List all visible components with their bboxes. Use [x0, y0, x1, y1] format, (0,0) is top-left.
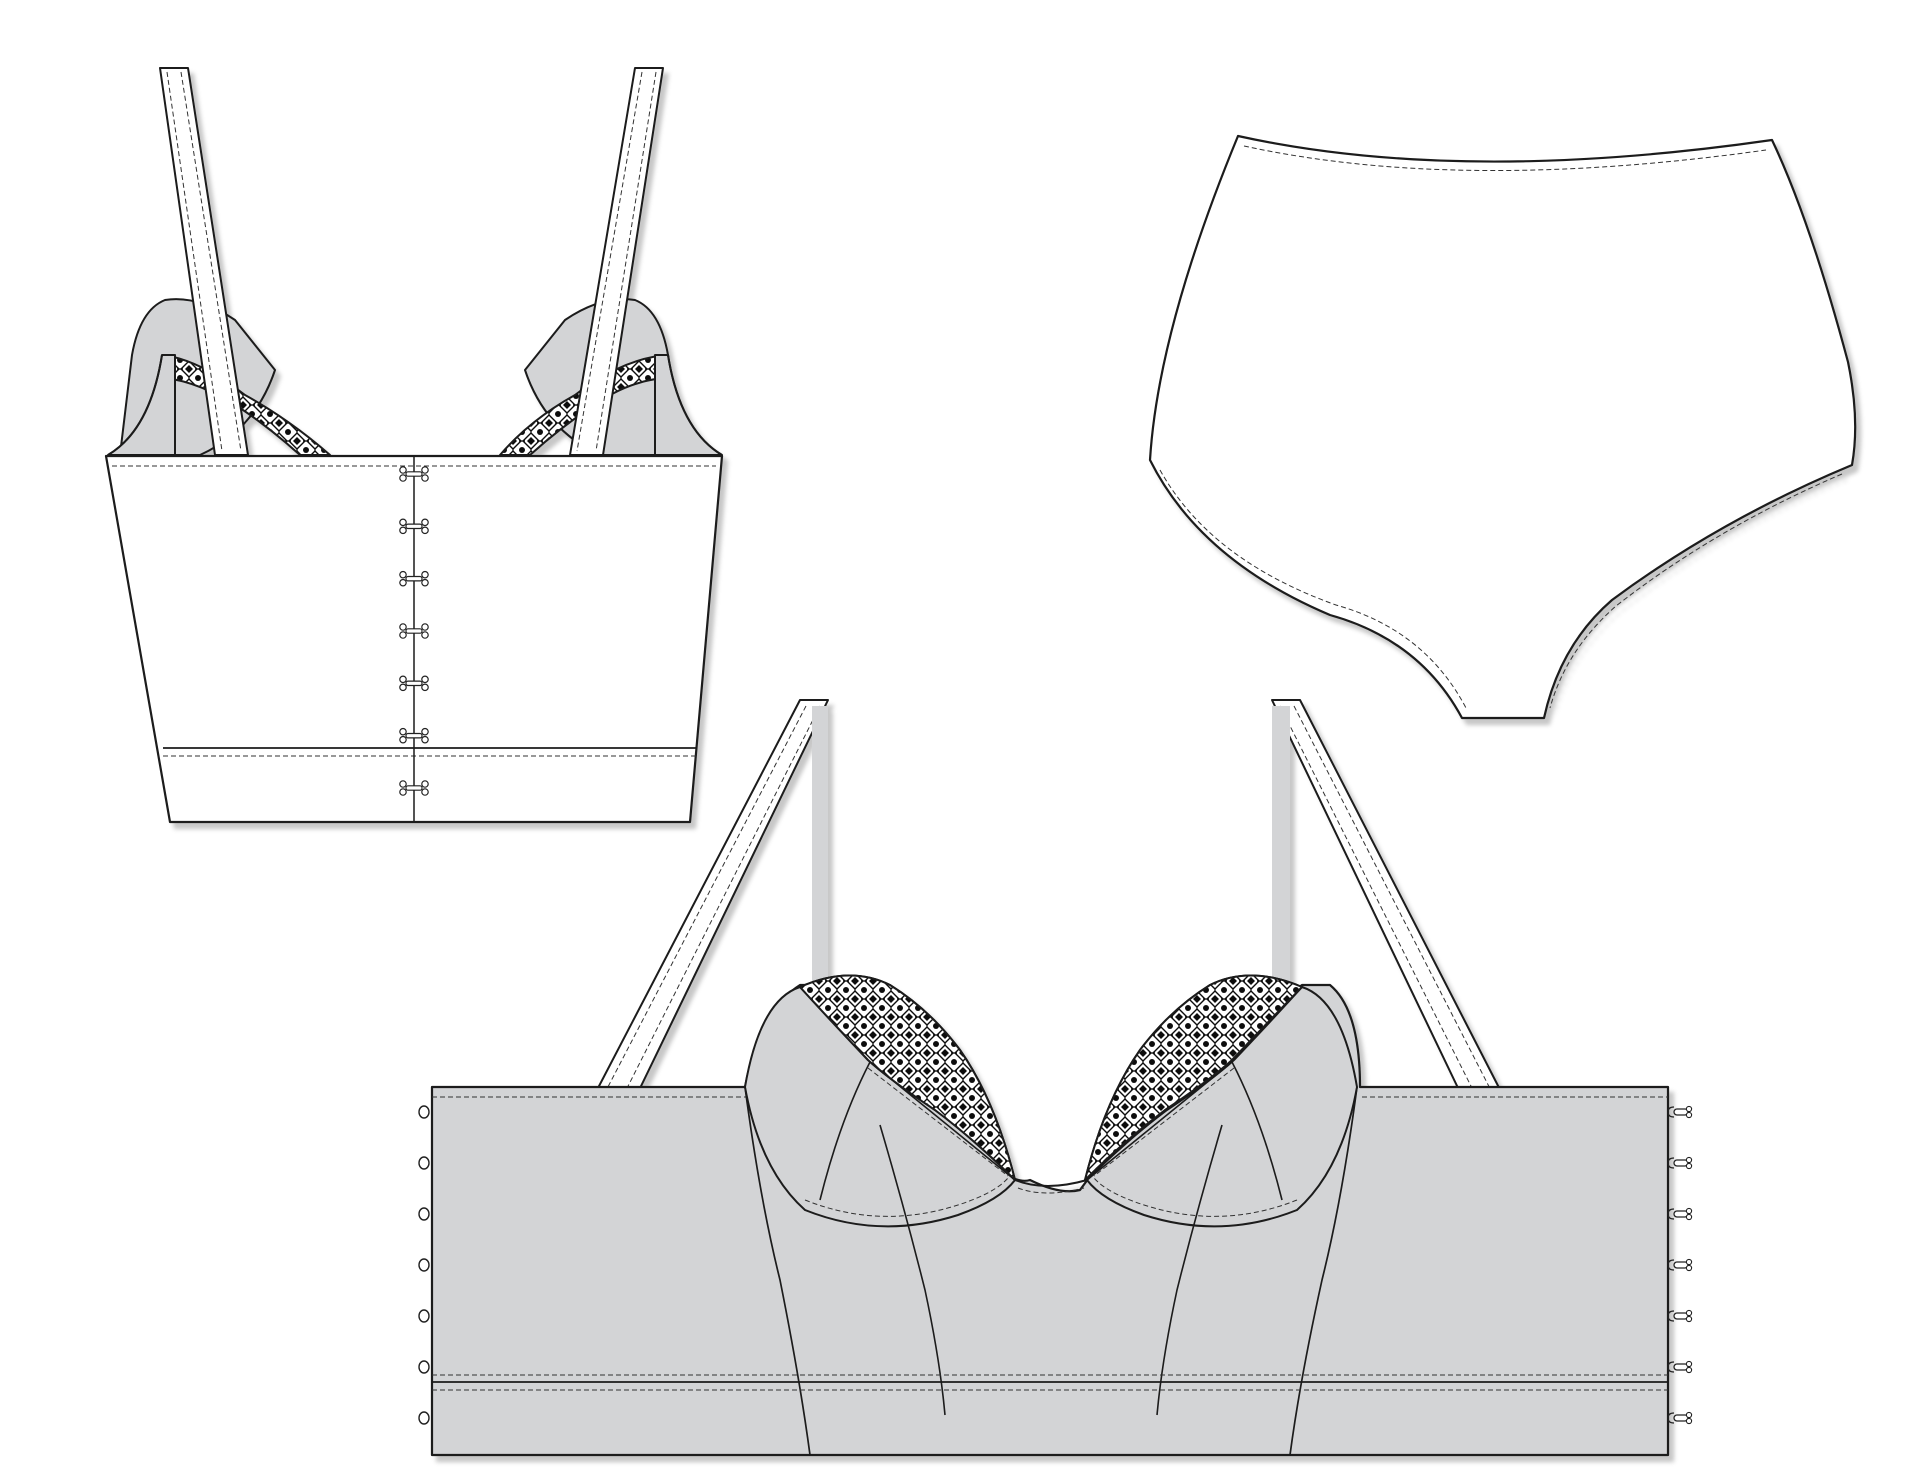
high-waist-brief-view	[1148, 134, 1857, 720]
front-eye-ring	[418, 1156, 430, 1170]
front-eye-ring	[418, 1360, 430, 1374]
brief-body	[1148, 134, 1857, 720]
front-eye-closures	[418, 1105, 430, 1425]
front-eye-ring	[418, 1411, 430, 1425]
longline-bra-front-view	[430, 699, 1670, 1457]
front-hook	[1667, 1360, 1693, 1374]
front-hook	[1667, 1411, 1693, 1425]
front-eye-ring	[418, 1309, 430, 1323]
front-eye-ring	[418, 1207, 430, 1221]
front-hook	[1667, 1309, 1693, 1323]
front-hook	[1667, 1156, 1693, 1170]
front-hook-closures	[1667, 1105, 1693, 1425]
bralette-back-view	[104, 67, 724, 824]
front-hook	[1667, 1258, 1693, 1272]
front-hook	[1667, 1207, 1693, 1221]
front-eye-ring	[418, 1258, 430, 1272]
front-eye-ring	[418, 1105, 430, 1119]
right-armhole-shade	[654, 354, 723, 456]
front-hook	[1667, 1105, 1693, 1119]
